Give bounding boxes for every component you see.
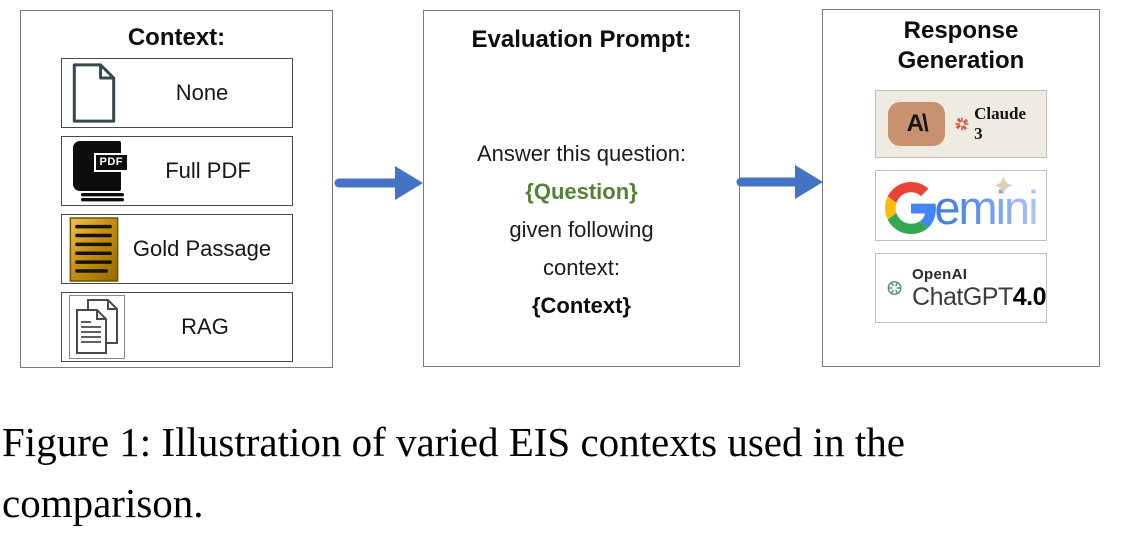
chatgpt-version-text: 4.0 — [1012, 282, 1047, 311]
context-item-label: None — [175, 80, 229, 105]
stacked-documents-icon — [68, 295, 125, 359]
arrow-right-icon — [333, 164, 423, 207]
claude-3-logo-card: A\ Claude 3 — [875, 90, 1047, 158]
claude-wordmark: Claude 3 — [954, 104, 1038, 144]
prompt-context-placeholder: {Context} — [531, 293, 631, 318]
claude-star-icon — [955, 117, 969, 131]
google-g-icon — [885, 181, 937, 234]
eis-context-diagram: Context: None — [20, 9, 1100, 368]
evaluation-prompt-body: Answer this question: {Question} given f… — [424, 135, 739, 325]
response-generation-title: Response Generation — [897, 17, 1025, 74]
blank-document-icon — [69, 63, 119, 123]
context-item-full-pdf: PDF Full PDF — [60, 136, 293, 206]
arrow-right-icon — [735, 163, 823, 206]
context-item-list: None PDF Full PDF — [60, 58, 293, 362]
prompt-question-placeholder: {Question} — [525, 179, 638, 204]
prompt-line: context: — [542, 255, 621, 280]
figure-caption-line: comparison. — [2, 480, 204, 526]
context-item-none: None — [60, 58, 293, 128]
prompt-line: Answer this question: — [476, 141, 687, 166]
claude-wordmark-text: Claude 3 — [974, 104, 1027, 143]
context-item-label: Gold Passage — [132, 236, 272, 261]
pdf-badge: PDF — [93, 153, 129, 172]
gold-passage-icon — [69, 216, 119, 282]
sparkle-icon — [994, 176, 1013, 200]
chatgpt-logo-card: OpenAI ChatGPT4.0 — [875, 253, 1047, 323]
context-box: Context: None — [20, 10, 333, 368]
prompt-line: given following — [509, 217, 654, 242]
context-item-label: RAG — [181, 314, 229, 339]
openai-brand-text: OpenAI — [912, 265, 968, 283]
response-generation-box: Response Generation A\ — [822, 9, 1100, 367]
gemini-wordmark-text: emini — [934, 181, 1038, 234]
evaluation-prompt-title: Evaluation Prompt: — [471, 26, 692, 53]
evaluation-prompt-box: Evaluation Prompt: Answer this question:… — [423, 10, 740, 367]
figure-caption-line: Figure 1: Illustration of varied EIS con… — [2, 419, 905, 465]
chatgpt-wordmark-text: ChatGPT — [912, 282, 1013, 311]
context-item-gold-passage: Gold Passage — [60, 214, 293, 284]
context-item-label: Full PDF — [165, 158, 251, 183]
anthropic-logo-icon: A\ — [888, 102, 946, 146]
openai-logo-icon — [887, 281, 902, 295]
model-logo-list: A\ Claude 3 — [823, 90, 1099, 323]
gemini-logo-card: emini — [875, 170, 1047, 241]
context-box-title: Context: — [127, 24, 226, 51]
pdf-book-icon: PDF — [69, 139, 131, 203]
chatgpt-wordmark: OpenAI ChatGPT4.0 — [912, 267, 1046, 310]
context-item-rag: RAG — [60, 292, 293, 362]
anthropic-mark-text: A\ — [906, 110, 929, 137]
figure-caption: Figure 1: Illustration of varied EIS con… — [2, 412, 1121, 534]
